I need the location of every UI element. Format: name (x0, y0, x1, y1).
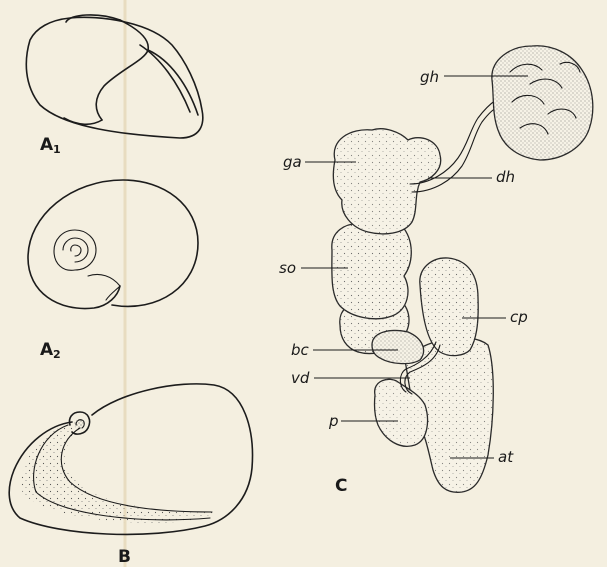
svg-text:vd: vd (291, 369, 310, 387)
svg-text:so: so (279, 259, 296, 277)
svg-text:cp: cp (510, 308, 528, 326)
svg-text:p: p (328, 412, 339, 430)
svg-text:dh: dh (496, 168, 515, 186)
svg-text:A: A (40, 340, 54, 360)
figure-b-shell (9, 384, 252, 535)
panel-label-b: B (118, 547, 131, 567)
svg-text:ga: ga (283, 153, 302, 171)
figure-a2-shell (28, 180, 198, 309)
svg-text:1: 1 (53, 143, 61, 156)
svg-text:A: A (40, 135, 54, 155)
svg-text:gh: gh (420, 68, 439, 86)
panel-label-c: C (335, 476, 347, 496)
panel-label-a2: A 2 (40, 340, 61, 361)
panel-label-a1: A 1 (40, 135, 61, 156)
label-dh: dh (428, 168, 515, 186)
figure-c-organs (332, 46, 593, 493)
figure-a1-shell (26, 15, 202, 138)
svg-text:bc: bc (291, 341, 310, 359)
svg-text:2: 2 (53, 348, 61, 361)
svg-text:at: at (498, 448, 514, 466)
